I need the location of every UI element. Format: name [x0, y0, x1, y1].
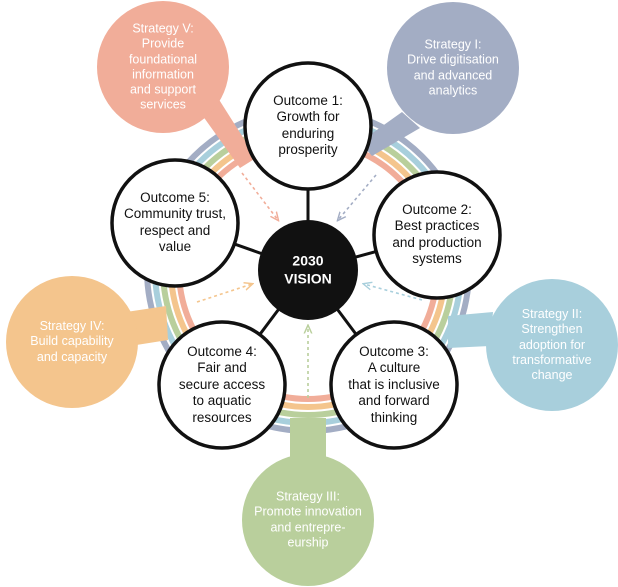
strategy-4-bubble: [6, 276, 138, 408]
strategy-3-label: Strategy III: Promote innovation and ent…: [254, 489, 362, 550]
strategy-1-bubble: [387, 2, 519, 134]
strategy-3-bubble: [242, 454, 374, 586]
strategy-1-arrow: [338, 174, 377, 220]
strategy-4-label: Strategy IV: Build capability and capaci…: [30, 319, 114, 364]
outcome-1-circle: [243, 61, 373, 191]
outcome-1-label: Outcome 1: Growth for enduring prosperit…: [273, 93, 343, 158]
outcome-4-circle: [157, 320, 287, 450]
strategy-5-bubble: [97, 1, 229, 133]
strategy-2-arrow: [364, 284, 423, 301]
strategy-4-arrow: [196, 284, 252, 303]
outcome-2-circle: [372, 170, 502, 300]
outcome-5-label: Outcome 5: Community trust, respect and …: [123, 190, 227, 255]
outcome-3-circle: [329, 320, 459, 450]
outcome-4-label: Outcome 4: Fair and secure access to aqu…: [178, 343, 266, 425]
vision-label: 2030 VISION: [284, 252, 332, 287]
outcome-5-circle: [110, 158, 240, 288]
strategy-1-connector: [360, 112, 420, 156]
strategy-2-label: Strategy II: Strengthen adoption for tra…: [512, 306, 592, 382]
strategy-5-arrow: [241, 172, 278, 220]
strategy-2-connector: [448, 312, 493, 348]
strategy-2-bubble: [486, 279, 618, 411]
outcome-3-label: Outcome 3: A culture that is inclusive a…: [348, 343, 440, 425]
strategy-1-label: Strategy I: Drive digitisation and advan…: [407, 37, 499, 98]
strategy-5-label: Strategy V: Provide foundational informa…: [128, 21, 198, 112]
strategy-3-connector: [290, 418, 326, 458]
vision-circle: [258, 220, 358, 320]
strategy-5-connector: [200, 98, 256, 168]
outcome-2-label: Outcome 2: Best practices and production…: [392, 202, 482, 267]
